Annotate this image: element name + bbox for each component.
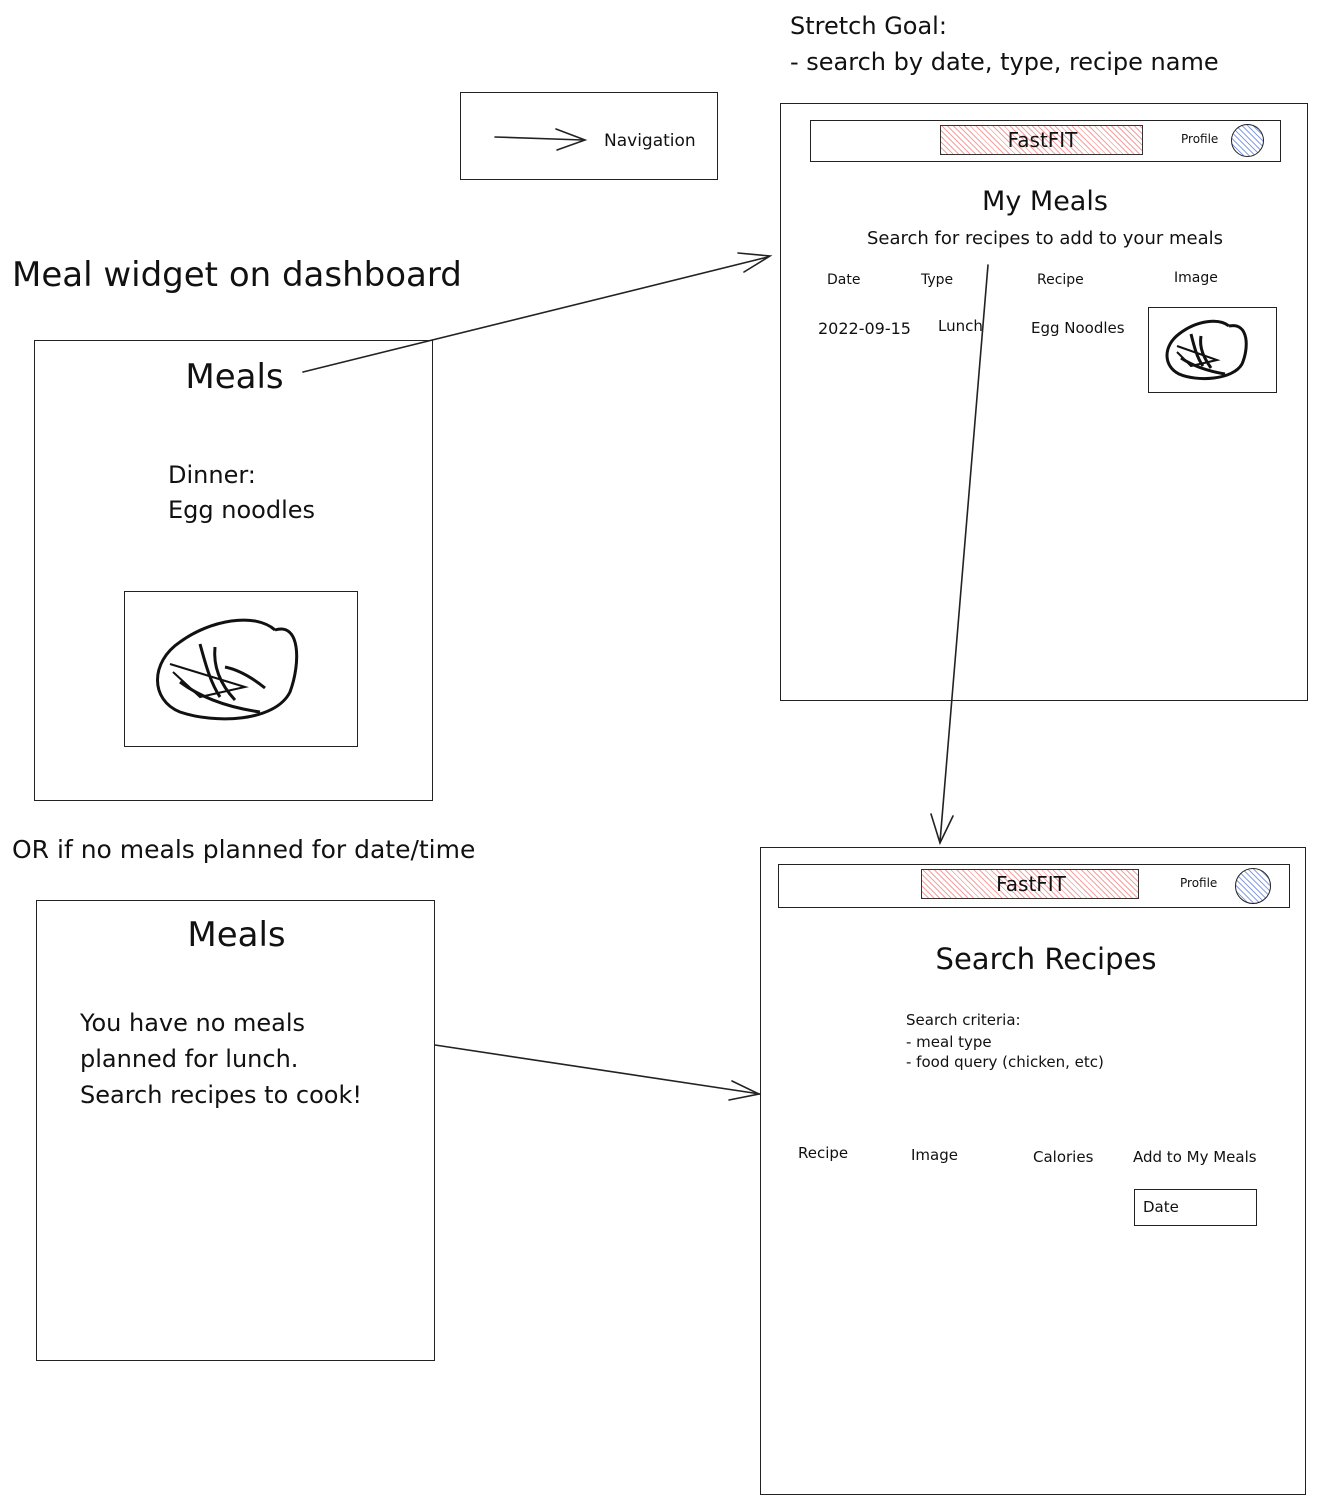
brand-logo[interactable]: FastFIT: [940, 125, 1143, 155]
dashboard-heading: Meal widget on dashboard: [12, 255, 462, 295]
brand-label: FastFIT: [1007, 128, 1078, 152]
navbar: FastFIT Profile: [810, 120, 1281, 162]
profile-label[interactable]: Profile: [1180, 876, 1218, 890]
row-type: Lunch: [938, 317, 983, 335]
meal-widget-image: [124, 591, 358, 747]
empty-widget-title: Meals: [187, 915, 286, 955]
meal-widget-title: Meals: [185, 357, 284, 397]
column-header-date: Date: [827, 272, 861, 288]
meal-widget-type: Dinner:: [168, 461, 256, 489]
page-title: My Meals: [982, 186, 1108, 217]
row-recipe: Egg Noodles: [1031, 319, 1125, 337]
my-meals-page: FastFIT Profile My Meals Search for reci…: [780, 103, 1308, 701]
meal-widget[interactable]: Meals Dinner: Egg noodles: [34, 340, 433, 801]
column-header-recipe: Recipe: [798, 1144, 849, 1162]
navbar: FastFIT Profile: [778, 864, 1290, 908]
brand-logo[interactable]: FastFIT: [921, 869, 1139, 899]
brand-label: FastFIT: [996, 872, 1066, 896]
column-header-calories: Calories: [1033, 1148, 1094, 1166]
row-date: 2022-09-15: [818, 319, 911, 338]
empty-widget-line2: planned for lunch.: [80, 1045, 299, 1073]
food-bowl-icon: [156, 618, 299, 721]
column-header-recipe: Recipe: [1037, 272, 1084, 288]
empty-widget-line1: You have no meals: [80, 1009, 306, 1037]
legend-box: Navigation: [460, 92, 718, 180]
criteria-item: - food query (chicken, etc): [906, 1053, 1104, 1071]
criteria-item: - meal type: [906, 1033, 992, 1051]
nav-arrow-empty-to-search: [434, 1044, 761, 1095]
empty-meal-widget[interactable]: Meals You have no meals planned for lunc…: [36, 900, 435, 1361]
legend-label: Navigation: [604, 131, 696, 151]
row-image: [1148, 307, 1277, 393]
stretch-goal-title: Stretch Goal:: [790, 12, 947, 40]
food-bowl-icon: [1165, 319, 1248, 381]
date-input[interactable]: Date: [1134, 1189, 1257, 1226]
profile-avatar-icon[interactable]: [1231, 124, 1264, 157]
alt-heading: OR if no meals planned for date/time: [12, 835, 476, 864]
column-header-image: Image: [911, 1146, 958, 1164]
date-input-placeholder: Date: [1143, 1198, 1179, 1216]
column-header-type: Type: [921, 272, 954, 288]
page-title: Search Recipes: [935, 942, 1157, 976]
page-subtitle: Search for recipes to add to your meals: [866, 228, 1223, 249]
profile-label[interactable]: Profile: [1181, 132, 1219, 146]
meal-widget-recipe: Egg noodles: [168, 496, 316, 524]
column-header-image: Image: [1174, 270, 1218, 286]
stretch-goal-text: - search by date, type, recipe name: [790, 48, 1219, 76]
profile-avatar-icon[interactable]: [1235, 868, 1271, 904]
criteria-title: Search criteria:: [906, 1011, 1021, 1029]
search-recipes-page: FastFIT Profile Search Recipes Search cr…: [760, 847, 1306, 1495]
column-header-add: Add to My Meals: [1133, 1148, 1257, 1166]
empty-widget-line3: Search recipes to cook!: [80, 1081, 362, 1109]
